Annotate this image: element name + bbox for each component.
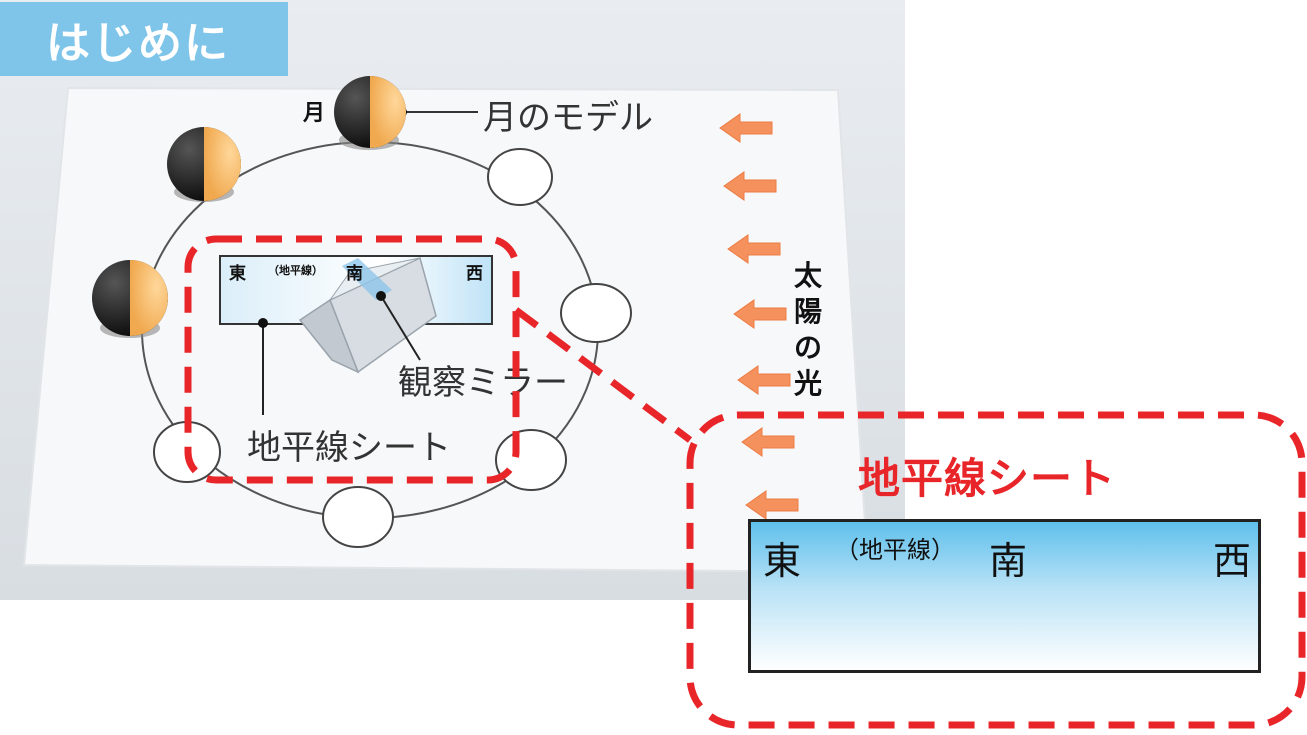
section-title: はじめに (0, 2, 288, 76)
sunlight-label: 太 陽 の 光 (788, 258, 828, 402)
sunlight-char: 太 (793, 259, 822, 292)
board-scene (0, 0, 905, 600)
moon-small-label: 月 (303, 101, 326, 126)
moon-model-top (334, 76, 406, 150)
mirror-leader-dot (376, 291, 386, 301)
sunlight-char: の (793, 331, 822, 364)
zoom-south: 南 (989, 539, 1028, 583)
small-sheet-west: 西 (466, 264, 483, 284)
zoom-title: 地平線シート (858, 454, 1117, 503)
observation-mirror-label: 観察ミラー (398, 363, 568, 403)
moon-model-left (92, 260, 168, 338)
moon-model-upper-left (167, 127, 241, 202)
zoom-east: 東 (763, 539, 802, 583)
small-sheet-horizon: （地平線） (268, 264, 323, 277)
small-sheet-east: 東 (229, 264, 246, 284)
zoom-horizon-sheet: 東 （地平線） 南 西 (748, 519, 1261, 673)
horizon-leader-dot (258, 318, 268, 328)
moon-model-label: 月のモデル (483, 98, 653, 138)
zoom-west: 西 (1213, 539, 1252, 583)
sunlight-char: 陽 (793, 295, 822, 328)
horizon-sheet-label: 地平線シート (247, 428, 451, 468)
zoom-horizon: （地平線） (835, 536, 955, 564)
sunlight-char: 光 (793, 367, 822, 400)
small-sheet-south: 南 (346, 264, 363, 284)
